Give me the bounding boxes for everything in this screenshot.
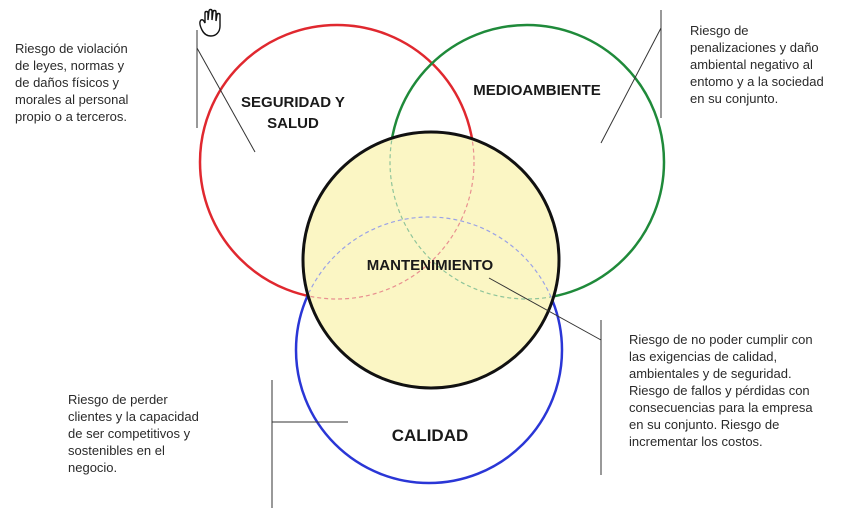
- safety-label-line2: SALUD: [267, 115, 319, 132]
- note-line: morales al personal: [15, 92, 129, 107]
- note-line: penalizaciones y daño: [690, 40, 819, 55]
- maintenance-leader: [488, 277, 602, 341]
- maintenance-note: Riesgo de no poder cumplir con las exige…: [629, 331, 862, 450]
- hand-cursor-icon: [199, 8, 221, 37]
- note-line: ambiental negativo al: [690, 57, 813, 72]
- note-line: ambientales y de seguridad.: [629, 366, 792, 381]
- safety-leader: [196, 47, 256, 153]
- quality-note: Riesgo de perder clientes y la capacidad…: [68, 391, 268, 476]
- note-line: Riesgo de: [690, 23, 749, 38]
- maintenance-circle: [301, 130, 561, 390]
- environment-note: Riesgo de penalizaciones y daño ambienta…: [690, 22, 862, 107]
- note-line: de daños físicos y: [15, 75, 120, 90]
- note-line: consecuencias para la empresa: [629, 400, 813, 415]
- safety-label: SEGURIDAD Y SALUD: [228, 92, 358, 134]
- note-line: de leyes, normas y: [15, 58, 125, 73]
- note-line: Riesgo de perder: [68, 392, 168, 407]
- note-line: entomo y a la sociedad: [690, 74, 824, 89]
- note-line: negocio.: [68, 460, 118, 475]
- leader-lines: [196, 10, 662, 508]
- note-line: incrementar los costos.: [629, 434, 763, 449]
- note-line: propio o a terceros.: [15, 109, 128, 124]
- note-line: clientes y la capacidad: [68, 409, 199, 424]
- safety-note: Riesgo de violación de leyes, normas y d…: [15, 40, 195, 125]
- dashed-overlap-arcs: [305, 134, 557, 386]
- note-line: Riesgo de no poder cumplir con: [629, 332, 813, 347]
- note-line: en su conjunto.: [690, 91, 779, 106]
- environment-label: MEDIOAMBIENTE: [473, 82, 601, 99]
- quality-label: CALIDAD: [391, 426, 469, 445]
- note-line: de ser competitivos y: [68, 426, 191, 441]
- note-line: Riesgo de violación: [15, 41, 128, 56]
- note-line: las exigencias de calidad,: [629, 349, 778, 364]
- maintenance-label: MANTENIMIENTO: [366, 257, 494, 274]
- environment-leader: [600, 27, 662, 144]
- note-line: sostenibles en el: [68, 443, 165, 458]
- note-line: en su conjunto. Riesgo de: [629, 417, 780, 432]
- safety-label-line1: SEGURIDAD Y: [241, 94, 345, 111]
- note-line: Riesgo de fallos y pérdidas con: [629, 383, 810, 398]
